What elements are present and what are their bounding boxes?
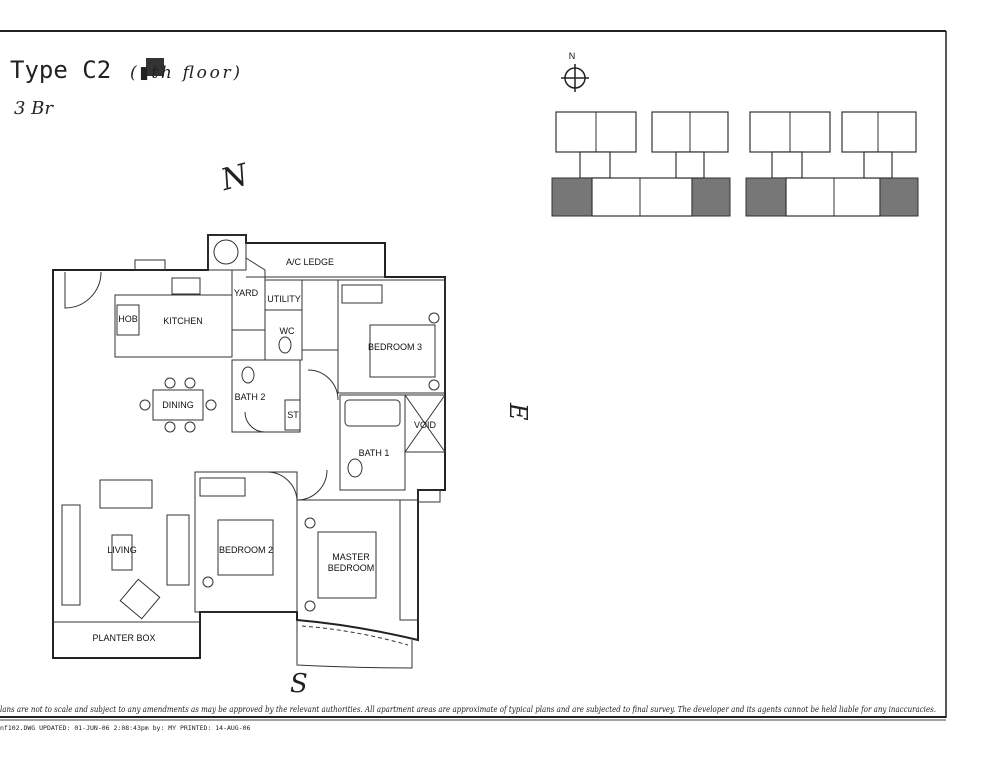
sheet-frame [0, 30, 947, 721]
yard-tank [213, 239, 239, 265]
key-plan [551, 111, 919, 217]
drawing-info: nf102.DWG UPDATED: 01-JUN-06 2:08:43pm b… [0, 724, 251, 732]
label-yard: YARD [234, 288, 259, 298]
label-st: ST [287, 410, 299, 420]
label-planter-box: PLANTER BOX [92, 633, 155, 643]
key-plan-block-2 [745, 111, 919, 217]
kitchen-area [114, 294, 233, 358]
label-bath-2: BATH 2 [235, 392, 266, 402]
room-labels: A/C LEDGE YARD UTILITY WC HOB KITCHEN DI… [92, 257, 436, 643]
unit-type-title: Type C2 [10, 56, 111, 84]
label-ac-ledge: A/C LEDGE [286, 257, 334, 267]
label-master-bedroom-line1: MASTER [332, 552, 370, 562]
label-master-bedroom-line2: BEDROOM [328, 563, 375, 573]
dining-table [152, 389, 204, 421]
label-hob: HOB [118, 314, 138, 324]
label-kitchen: KITCHEN [163, 316, 203, 326]
compass-label: N [569, 51, 576, 61]
label-bedroom-3: BEDROOM 3 [368, 342, 422, 352]
label-bath-1: BATH 1 [359, 448, 390, 458]
key-plan-block-1 [551, 111, 731, 217]
handwritten-north: N [216, 157, 253, 198]
handwritten-east: E [504, 402, 532, 421]
label-bedroom-2: BEDROOM 2 [219, 545, 273, 555]
label-void: VOID [414, 420, 437, 430]
redacted-floor-number [146, 58, 164, 76]
bedrooms-note: 3 Br [14, 98, 54, 119]
floor-note: (▮th floor) [130, 63, 240, 83]
label-dining: DINING [162, 400, 194, 410]
floor-plan [52, 234, 446, 669]
north-compass-icon: N [561, 51, 589, 92]
handwritten-south: S [290, 669, 308, 699]
label-utility: UTILITY [267, 294, 301, 304]
sofa [99, 479, 153, 509]
label-wc: WC [280, 326, 295, 336]
hob [116, 304, 140, 336]
disclaimer-text: lans are not to scale and subject to any… [0, 705, 936, 715]
label-living: LIVING [107, 545, 137, 555]
